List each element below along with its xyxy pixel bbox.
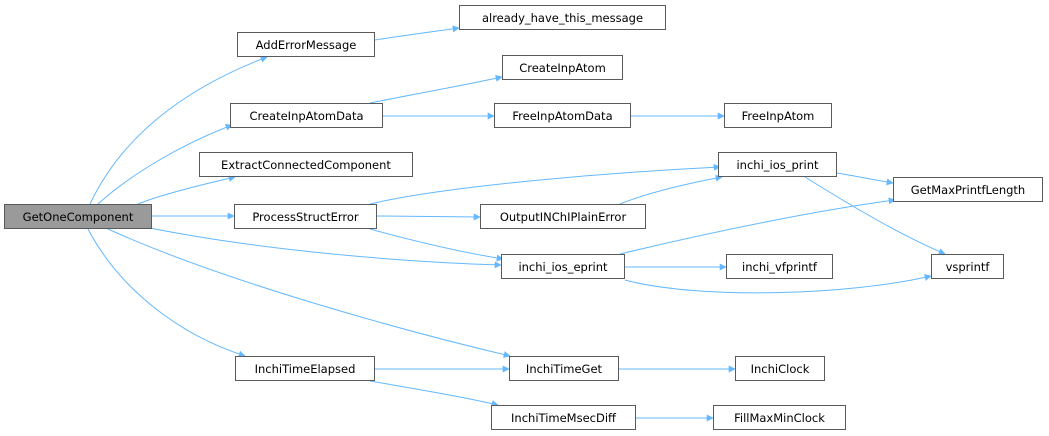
edge-inchi-ios-eprint-to-vsprintf [624, 274, 932, 294]
edge-getonecomponent-to-extractconnectedcomponent [137, 174, 236, 205]
edge-processstructerror-to-inchi-ios-eprint [369, 228, 504, 262]
node-outputinchiplainerror[interactable]: OutputINChIPlainError [480, 204, 646, 229]
edge-createinpatomdata-to-createinpatom [369, 74, 503, 104]
edge-inchi-ios-print-to-vsprintf [804, 176, 946, 255]
node-adderrormessage[interactable]: AddErrorMessage [237, 32, 375, 57]
node-extractconnectedcomponent[interactable]: ExtractConnectedComponent [199, 152, 413, 177]
node-vsprintf[interactable]: vsprintf [931, 254, 1004, 279]
edge-getonecomponent-to-inchitimeget [107, 228, 511, 358]
edge-getonecomponent-to-createinpatomdata [97, 123, 233, 205]
node-inchitimeelapsed[interactable]: InchiTimeElapsed [235, 356, 375, 381]
node-getonecomponent: GetOneComponent [4, 204, 152, 229]
edge-getonecomponent-to-inchitimeelapsed [87, 228, 246, 358]
edge-inchitimeelapsed-to-inchitimemsecdiff [369, 380, 499, 407]
edge-getonecomponent-to-adderrormessage [89, 55, 268, 205]
node-inchi-ios-eprint[interactable]: inchi_ios_eprint [501, 254, 625, 279]
node-createinpatom[interactable]: CreateInpAtom [502, 55, 623, 80]
node-getmaxprintflength[interactable]: GetMaxPrintfLength [893, 177, 1043, 202]
edge-outputinchiplainerror-to-inchi-ios-print [619, 174, 723, 205]
node-freeinpatomdata[interactable]: FreeInpAtomData [494, 103, 631, 128]
node-inchi-vfprintf[interactable]: inchi_vfprintf [726, 254, 833, 279]
edge-getonecomponent-to-inchi-ios-eprint [149, 227, 502, 269]
node-inchiclock[interactable]: InchiClock [735, 356, 825, 381]
node-createinpatomdata[interactable]: CreateInpAtomData [230, 103, 383, 128]
edge-adderrormessage-to-already-have-this-message [374, 25, 460, 41]
edge-processstructerror-to-inchi-ios-print [369, 163, 721, 205]
node-fillmaxminclock[interactable]: FillMaxMinClock [713, 405, 846, 430]
node-processstructerror[interactable]: ProcessStructError [234, 204, 377, 229]
node-inchitimemsecdiff[interactable]: InchiTimeMsecDiff [491, 405, 636, 430]
edge-inchi-ios-eprint-to-getmaxprintflength [619, 197, 896, 255]
node-inchi-ios-print[interactable]: inchi_ios_print [718, 152, 837, 177]
node-freeinpatom[interactable]: FreeInpAtom [724, 103, 832, 128]
node-inchitimeget[interactable]: InchiTimeGet [509, 356, 619, 381]
edge-inchi-ios-print-to-getmaxprintflength [836, 172, 894, 186]
node-already-have-this-message[interactable]: already_have_this_message [459, 5, 666, 30]
edge-processstructerror-to-outputinchiplainerror [376, 213, 481, 221]
